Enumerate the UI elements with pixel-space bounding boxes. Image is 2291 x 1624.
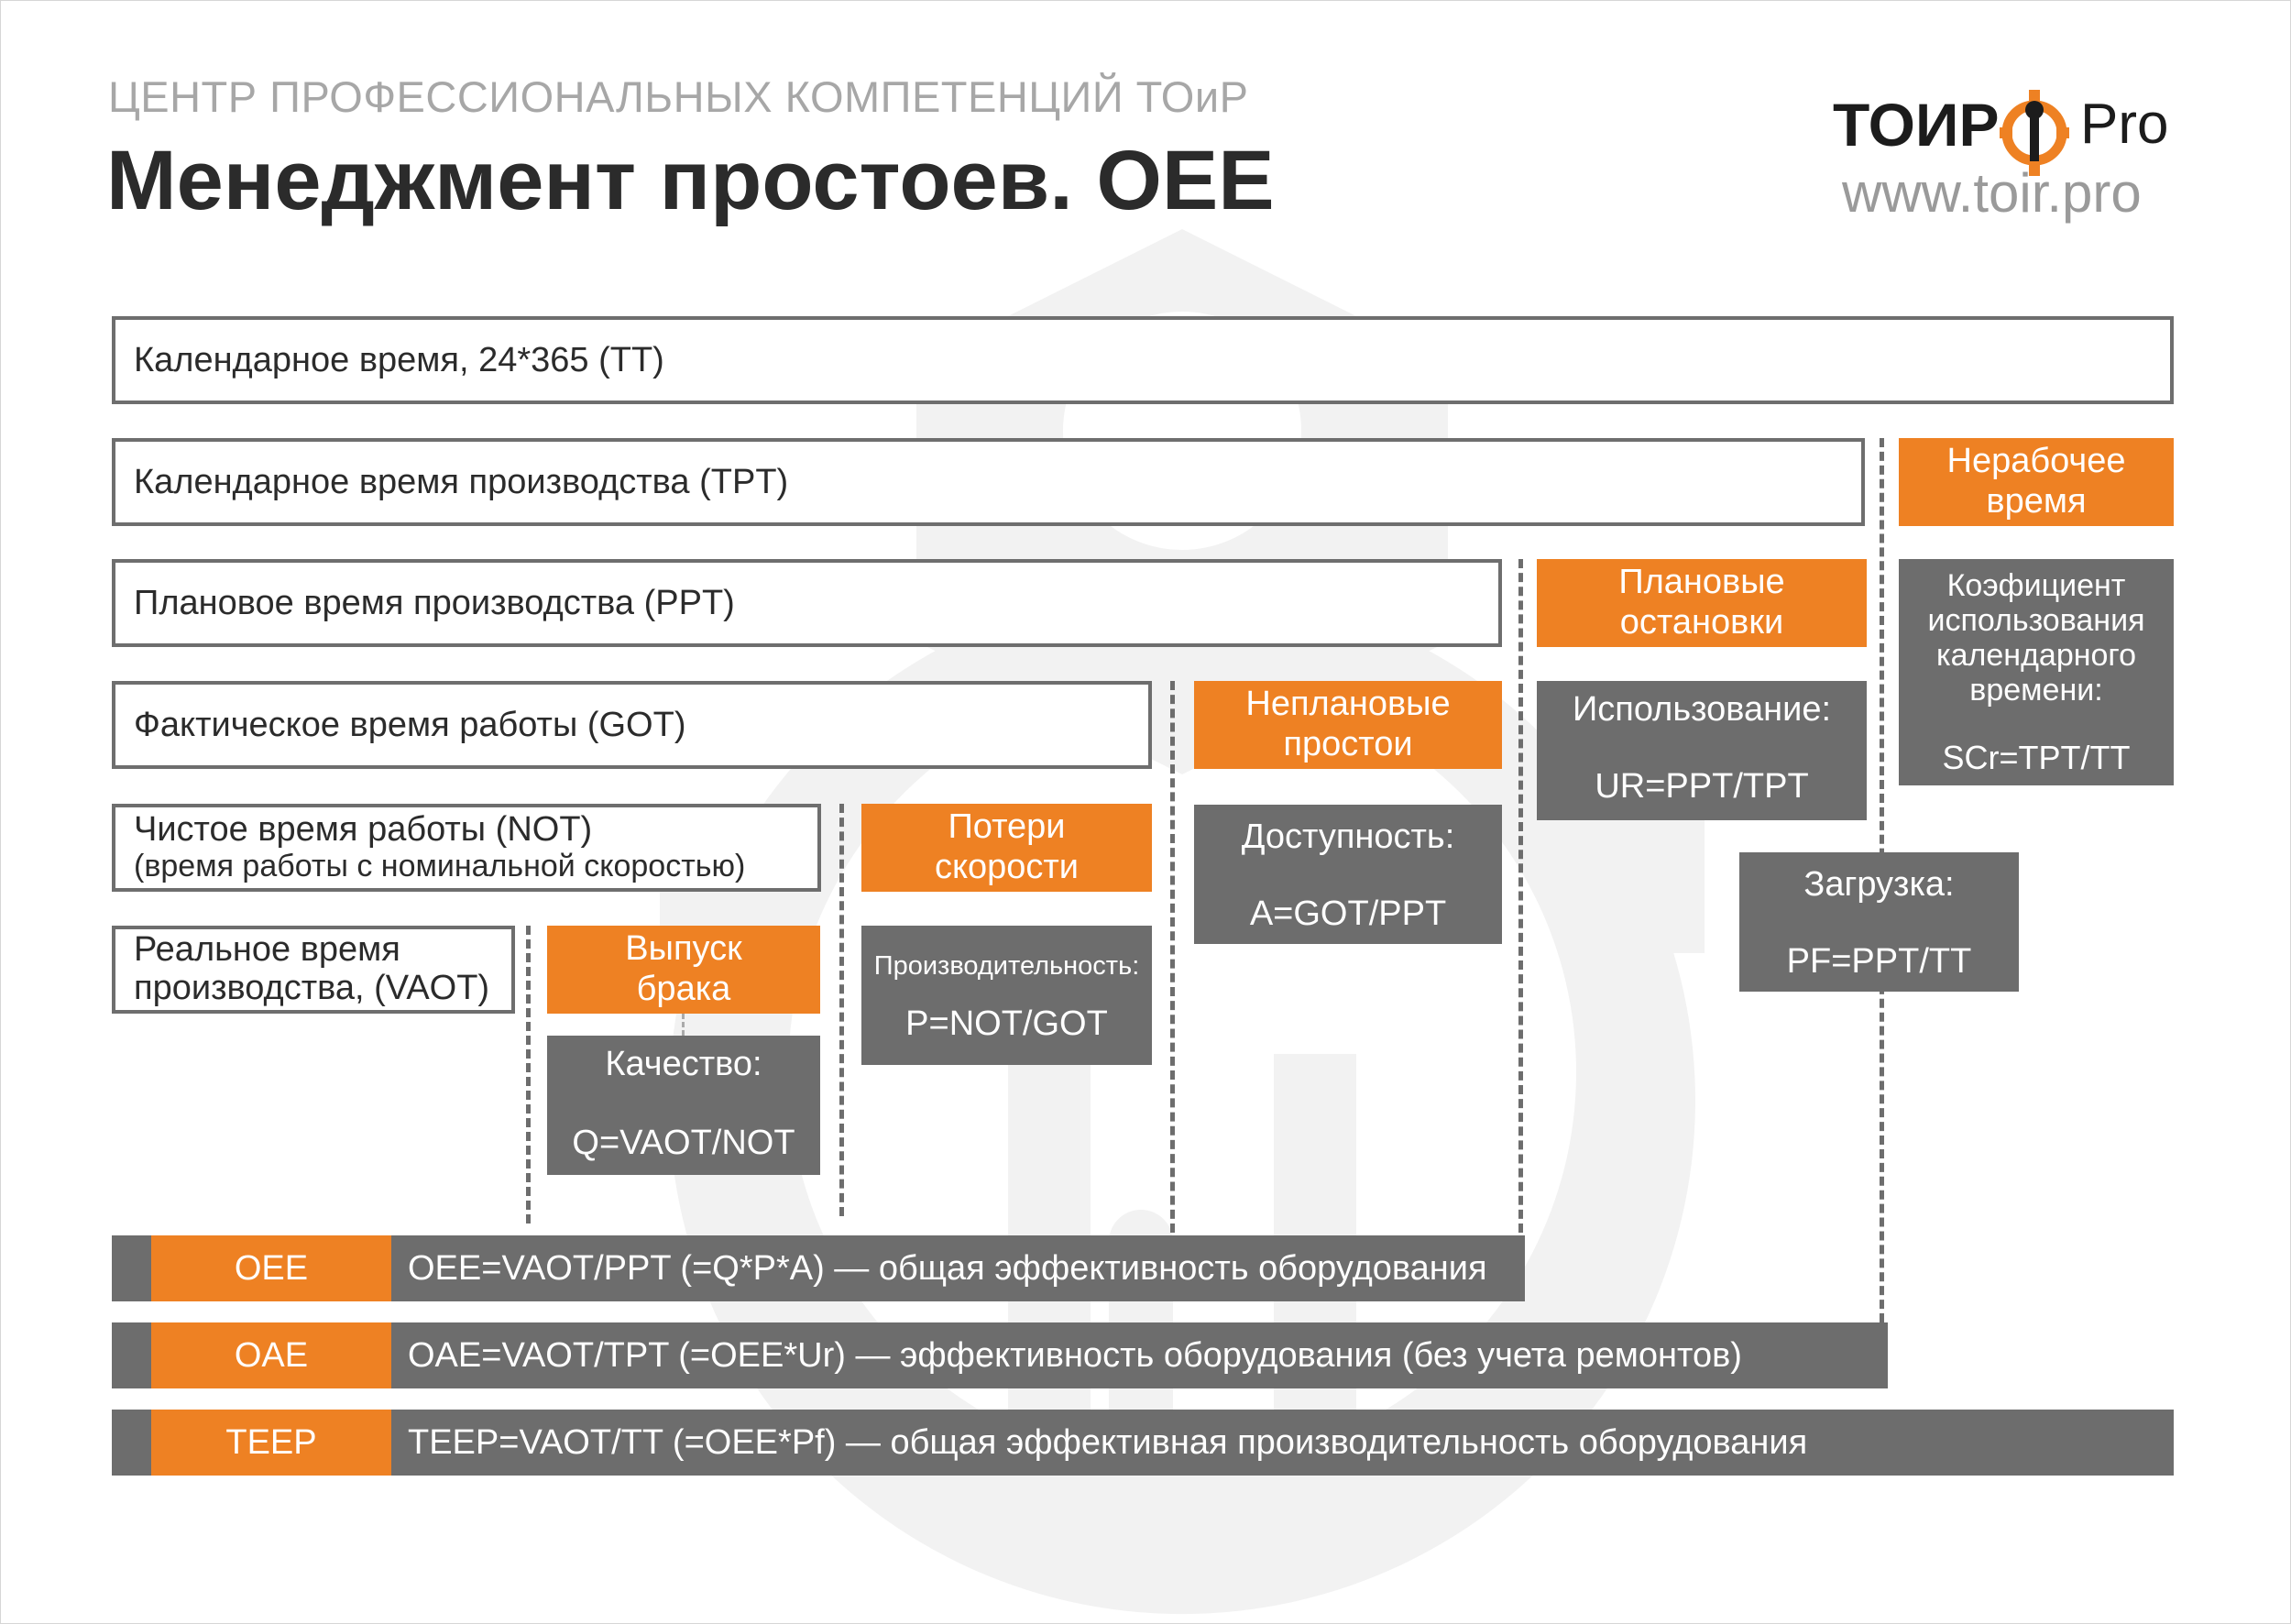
summary-bar-oee: OEE OEE=VAOT/PPT (=Q*P*A) — общая эффект…: [112, 1235, 1525, 1301]
box-label: Календарное время производства (TPT): [134, 462, 789, 501]
summary-tag: OEE: [151, 1235, 391, 1301]
metric-formula: P=NOT/GOT: [905, 1004, 1108, 1043]
dashed-separator: [1518, 559, 1523, 1233]
summary-bar-teep: TEEP TEEP=VAOT/TT (=OEE*Pf) — общая эффе…: [112, 1410, 2174, 1476]
loss-label: Нерабочее: [1946, 442, 2126, 481]
gear-wrench-icon: [2000, 90, 2069, 176]
loss-label: простои: [1283, 725, 1413, 763]
loss-label: остановки: [1619, 603, 1784, 642]
dashed-separator: [526, 926, 531, 1223]
loss-label: Выпуск: [625, 929, 742, 969]
loss-label: брака: [636, 970, 731, 1008]
summary-text: TEEP=VAOT/TT (=OEE*Pf) — общая эффективн…: [408, 1422, 1808, 1462]
logo-text-right: Pro: [2080, 93, 2169, 156]
metric-quality: Качество: Q=VAOT/NOT: [547, 1036, 820, 1175]
loss-label: скорости: [934, 848, 1080, 886]
summary-text: OEE=VAOT/PPT (=Q*P*A) — общая эффективно…: [408, 1248, 1487, 1288]
metric-formula: UR=PPT/TPT: [1595, 767, 1809, 806]
box-calendar-production-time: Календарное время производства (TPT): [112, 438, 1865, 526]
metric-label: Использование:: [1572, 690, 1832, 729]
box-label: Фактическое время работы (GOT): [134, 705, 686, 744]
metric-label: календарного: [1936, 638, 2136, 673]
summary-text: OAE=VAOT/TPT (=OEE*Ur) — эффективность о…: [408, 1335, 1742, 1375]
box-sublabel: (время работы с номинальной скоростью): [134, 849, 746, 884]
metric-formula: SCr=TPT/TT: [1942, 739, 2131, 776]
logo-text-left: ТОИР: [1833, 91, 2000, 159]
center-subtitle: ЦЕНТР ПРОФЕССИОНАЛЬНЫХ КОМПЕТЕНЦИЙ ТОиР: [108, 72, 1249, 121]
box-label: Календарное время, 24*365 (TT): [134, 340, 664, 379]
dashed-connector: [682, 1014, 685, 1036]
loss-label: Потери: [948, 807, 1066, 847]
loss-label: Плановые: [1618, 563, 1785, 602]
metric-calendar-utilization: Коэфициент использования календарного вр…: [1899, 559, 2174, 785]
box-label: Реальное время: [134, 930, 400, 970]
metric-availability: Доступность: A=GOT/PPT: [1194, 805, 1502, 944]
website-url: www.toir.pro: [1842, 162, 2142, 224]
metric-load-factor: Загрузка: PF=PPT/TT: [1739, 852, 2019, 992]
metric-formula: Q=VAOT/NOT: [572, 1124, 795, 1162]
metric-formula: A=GOT/PPT: [1249, 894, 1447, 933]
box-gross-operating-time: Фактическое время работы (GOT): [112, 681, 1152, 769]
box-valuable-operating-time: Реальное время производства, (VAOT): [112, 926, 515, 1014]
summary-tag: OAE: [151, 1322, 391, 1388]
dashed-separator: [1170, 681, 1175, 1233]
box-label: Чистое время работы (NOT): [134, 810, 593, 850]
metric-performance: Производительность: P=NOT/GOT: [861, 926, 1152, 1065]
box-label: производства, (VAOT): [134, 969, 490, 1007]
metric-label: времени:: [1969, 673, 2103, 708]
metric-label: Доступность:: [1241, 817, 1455, 856]
box-calendar-time: Календарное время, 24*365 (TT): [112, 316, 2174, 404]
summary-tag: TEEP: [151, 1410, 391, 1476]
summary-bar-oae: OAE OAE=VAOT/TPT (=OEE*Ur) — эффективнос…: [112, 1322, 1888, 1388]
box-net-operating-time: Чистое время работы (NOT) (время работы …: [112, 804, 821, 892]
box-planned-production-time: Плановое время производства (PPT): [112, 559, 1502, 647]
metric-label: Коэфициент: [1946, 568, 2126, 603]
metric-label: использования: [1927, 603, 2145, 638]
metric-label: Качество:: [605, 1045, 762, 1083]
box-label: Плановое время производства (PPT): [134, 583, 735, 622]
loss-label: время: [1986, 482, 2087, 521]
page-title: Менеджмент простоев. OEE: [106, 134, 1275, 227]
logo: ТОИР Pro: [1833, 90, 2181, 218]
metric-label: Загрузка:: [1803, 865, 1955, 904]
dashed-separator: [839, 804, 844, 1216]
metric-formula: PF=PPT/TT: [1786, 942, 1972, 981]
metric-label: Производительность:: [873, 951, 1140, 981]
metric-utilization: Использование: UR=PPT/TPT: [1537, 681, 1867, 820]
loss-label: Неплановые: [1245, 685, 1451, 724]
